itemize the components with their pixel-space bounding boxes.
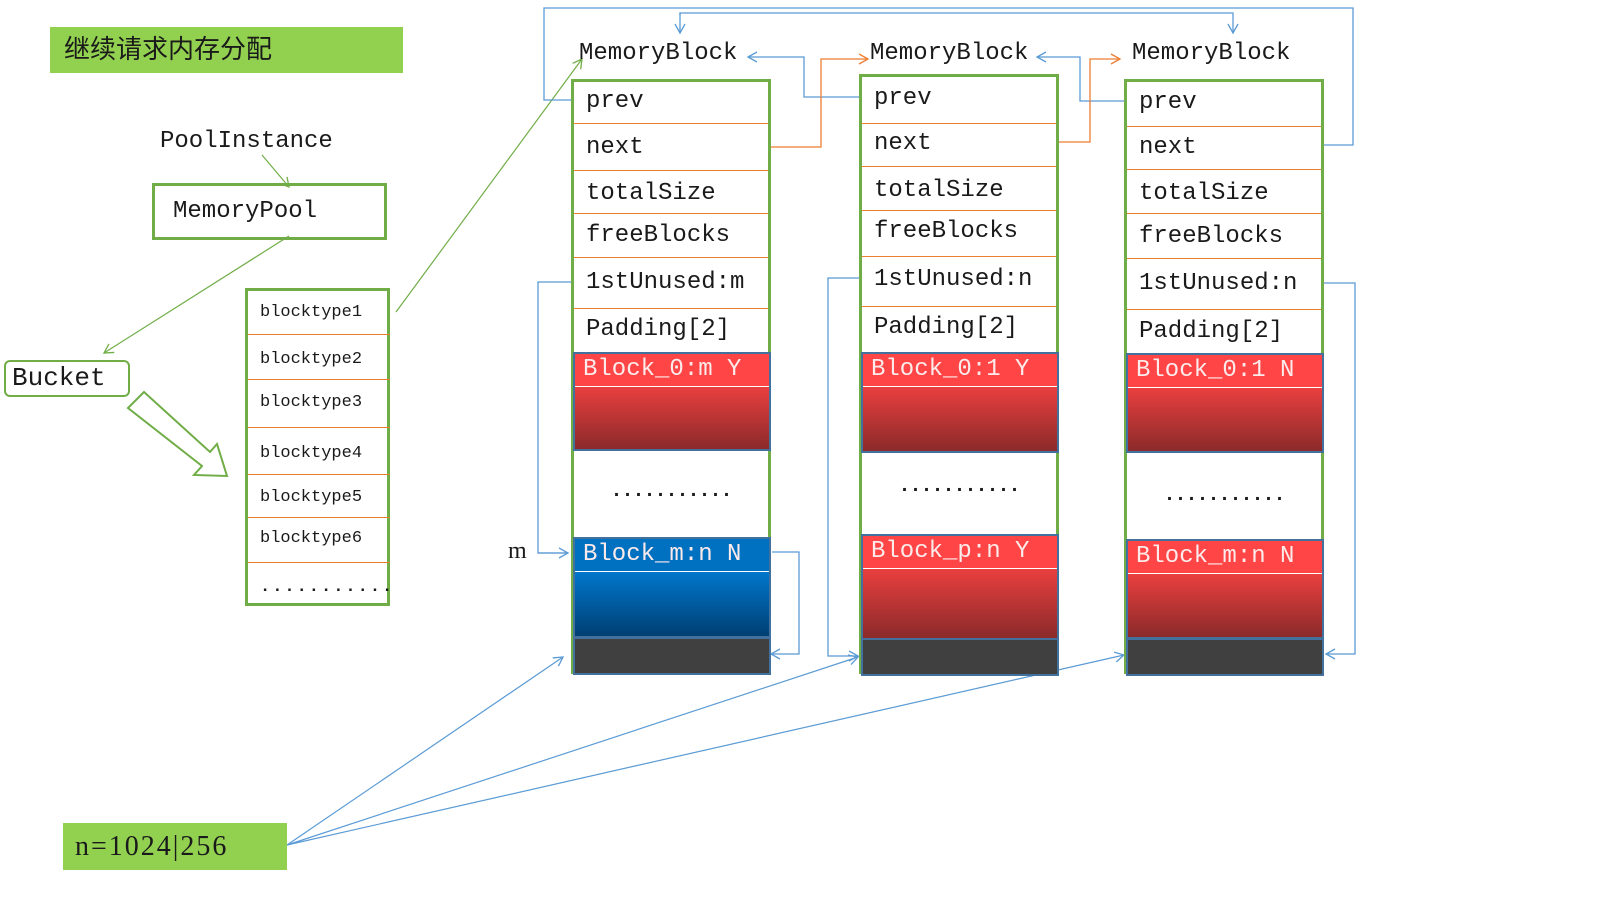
ellipsis: ...........	[1163, 484, 1285, 507]
blocktype1-to-memoryblock-arrow	[395, 57, 583, 313]
block-body	[575, 572, 769, 636]
n-pointer-2	[286, 654, 860, 846]
memory-block-2-title: MemoryBlock	[870, 40, 1029, 67]
blocktype-row: blocktype3	[248, 380, 390, 428]
title-banner: 继续请求内存分配	[50, 27, 403, 73]
block-body	[1128, 574, 1322, 637]
bucket-box: Bucket	[4, 360, 130, 397]
field-next: next	[574, 124, 768, 171]
block-trailer	[861, 638, 1059, 676]
block-trailer	[573, 637, 771, 675]
field-total-size: totalSize	[862, 167, 1056, 211]
block-0-used: Block_0:m Y	[573, 352, 771, 451]
memory-block-1-title: MemoryBlock	[579, 40, 738, 67]
block-body	[863, 387, 1057, 451]
field-first-unused: 1stUnused:m	[574, 258, 768, 309]
n-size-banner: n=1024|256	[63, 823, 287, 870]
block-header: Block_0:1 Y	[863, 354, 1057, 387]
block2-first-unused-link	[827, 277, 860, 662]
ellipsis: ...........	[898, 475, 1020, 498]
block3-first-unused-link	[1324, 282, 1356, 660]
field-prev: prev	[574, 82, 768, 124]
bucket-hollow-arrow	[126, 390, 229, 478]
memory-block-1: prev next totalSize freeBlocks 1stUnused…	[571, 79, 771, 675]
m-marker-label: m	[508, 538, 527, 564]
field-next: next	[862, 124, 1056, 167]
block-header: Block_m:n N	[1128, 541, 1322, 574]
field-free-blocks: freeBlocks	[1127, 214, 1321, 259]
blocktype-row: blocktype1	[248, 291, 390, 335]
block-body	[575, 387, 769, 449]
memory-block-3-title: MemoryBlock	[1132, 40, 1291, 67]
field-total-size: totalSize	[1127, 170, 1321, 214]
block-0-used: Block_0:1 Y	[861, 352, 1059, 453]
memory-pool-box: MemoryPool	[152, 183, 387, 240]
block-p-used: Block_p:n Y	[861, 534, 1059, 640]
field-free-blocks: freeBlocks	[574, 214, 768, 258]
field-padding: Padding[2]	[586, 316, 731, 343]
block-trailer	[1126, 638, 1324, 676]
blocktype-row: blocktype2	[248, 335, 390, 380]
block-m-free: Block_m:n N	[1126, 539, 1324, 639]
blocktype-row: blocktype5	[248, 475, 390, 518]
field-total-size: totalSize	[574, 171, 768, 214]
block-body	[863, 569, 1057, 638]
blocktype-list: blocktype1 blocktype2 blocktype3 blockty…	[245, 288, 395, 606]
block-header: Block_0:m Y	[575, 354, 769, 387]
blocktype-row: blocktype6	[248, 518, 390, 563]
block-header: Block_0:1 N	[1128, 355, 1322, 388]
blocktype-row-ellipsis: ...........	[260, 578, 395, 597]
block3-next-to-block1-link	[679, 12, 1239, 35]
field-first-unused: 1stUnused:n	[862, 257, 1056, 307]
block-header: Block_p:n Y	[863, 536, 1057, 569]
block2-next-link	[1058, 53, 1122, 143]
field-padding: Padding[2]	[874, 314, 1019, 341]
n-pointer-1	[286, 656, 565, 846]
block-body	[1128, 388, 1322, 451]
block-m-free: Block_m:n N	[573, 537, 771, 638]
field-prev: prev	[862, 77, 1056, 124]
blocktype-row: blocktype4	[248, 428, 390, 475]
field-padding: Padding[2]	[1139, 318, 1284, 345]
ellipsis: ...........	[610, 480, 732, 503]
pool-instance-label: PoolInstance	[160, 128, 333, 155]
block1-next-link	[771, 53, 870, 148]
memory-block-3: prev next totalSize freeBlocks 1stUnused…	[1124, 79, 1324, 676]
field-first-unused: 1stUnused:n	[1127, 259, 1321, 310]
block1-first-unused-link	[537, 281, 572, 559]
block-header: Block_m:n N	[575, 539, 769, 572]
memory-block-2: prev next totalSize freeBlocks 1stUnused…	[859, 74, 1059, 676]
block-0-free: Block_0:1 N	[1126, 353, 1324, 453]
field-free-blocks: freeBlocks	[862, 211, 1056, 257]
field-next: next	[1127, 127, 1321, 170]
n-pointer-3	[286, 651, 1126, 846]
field-prev: prev	[1127, 82, 1321, 127]
block-m-next-link	[769, 551, 800, 660]
